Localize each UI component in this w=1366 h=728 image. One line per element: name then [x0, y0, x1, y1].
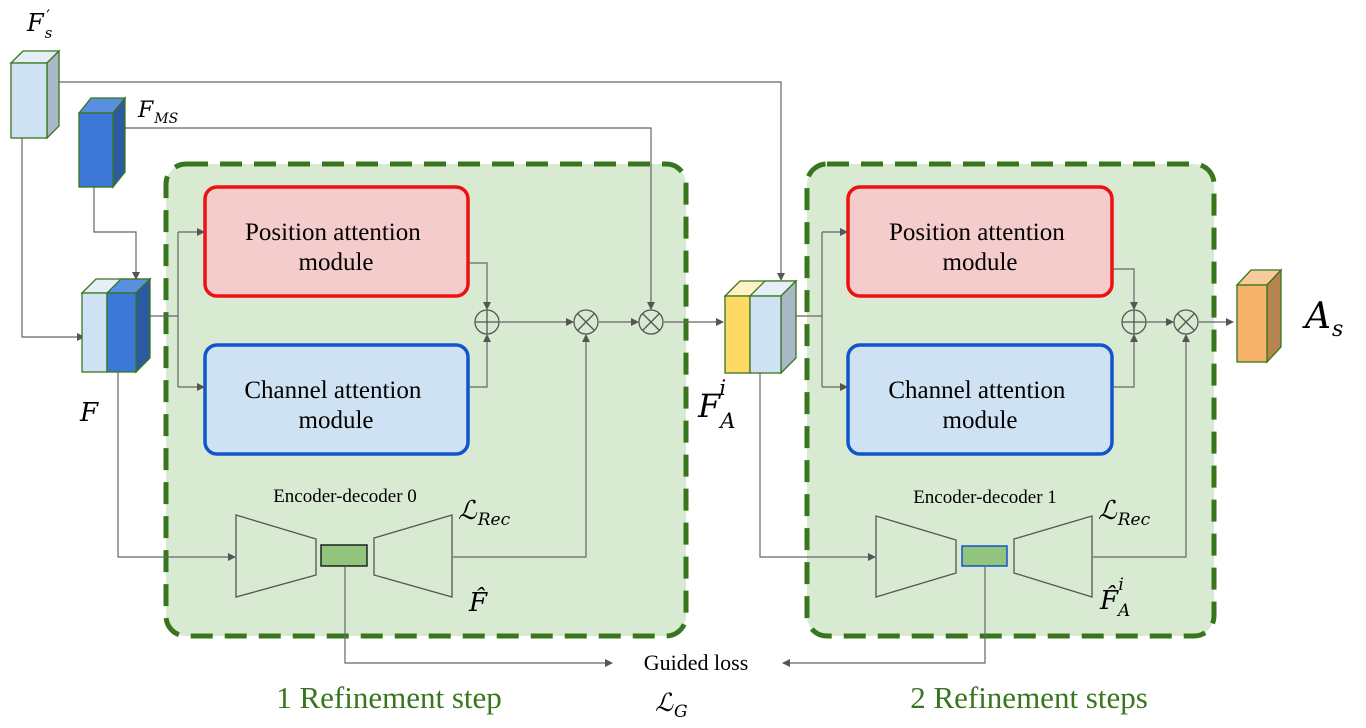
- channel-module-1-line1: Channel attention: [244, 377, 422, 404]
- svg-text:Channel attention module: Channel attention module: [244, 377, 427, 434]
- decoder-0-trapezoid: [373, 514, 453, 598]
- position-module-2-line2: module: [943, 249, 1018, 276]
- sum-operator-1: [474, 309, 500, 335]
- sum-operator-2: [1121, 309, 1147, 335]
- decoder-1-trapezoid: [1013, 515, 1093, 598]
- feature-block-fs-prime: [9, 49, 61, 140]
- position-attention-module-1: [203, 185, 470, 298]
- label-fhat-a: F̂Ai: [1099, 575, 1130, 621]
- encoder-0-trapezoid: [235, 514, 317, 598]
- position-module-1-line2: module: [299, 249, 374, 276]
- label-lrec-2: ℒRec: [1098, 496, 1151, 530]
- feature-block-as: [1235, 268, 1283, 364]
- label-fhat: F̂: [468, 587, 488, 618]
- label-fai: FAi: [697, 376, 735, 433]
- label-as: As: [1302, 296, 1343, 342]
- svg-text:Position attention module: Position attention module: [889, 219, 1071, 276]
- label-lrec-1: ℒRec: [458, 496, 511, 530]
- channel-attention-module-2: [846, 343, 1114, 456]
- svg-text:Channel attention module: Channel attention module: [888, 377, 1071, 434]
- position-module-2-line1: Position attention: [889, 219, 1065, 246]
- feature-block-fms: [77, 96, 127, 189]
- channel-module-1-line2: module: [299, 407, 374, 434]
- channel-attention-module-1: [203, 343, 470, 456]
- channel-module-2-line1: Channel attention: [888, 377, 1066, 404]
- step-label-1: 1 Refinement step: [276, 680, 502, 715]
- feature-block-fai: [723, 279, 798, 375]
- step-label-2: 2 Refinement steps: [910, 680, 1148, 715]
- multiply-operator-1b: [638, 309, 664, 335]
- encoder-decoder-1-title: Encoder-decoder 1: [913, 487, 1057, 508]
- label-fms: FMS: [137, 98, 178, 127]
- label-lg: ℒG: [655, 688, 688, 722]
- label-fs-prime: Fs′: [26, 6, 53, 42]
- channel-module-2-line2: module: [943, 407, 1018, 434]
- position-module-1-line1: Position attention: [245, 219, 421, 246]
- guided-loss-label: Guided loss: [644, 650, 749, 675]
- bottleneck-1: [961, 545, 1008, 567]
- encoder-1-trapezoid: [875, 515, 957, 598]
- bottleneck-0: [320, 544, 368, 567]
- feature-block-f: [80, 277, 152, 374]
- svg-text:Position attention module: Position attention module: [245, 219, 427, 276]
- label-f: F: [79, 398, 99, 428]
- connector-lines: [21, 81, 1234, 667]
- position-attention-module-2: [846, 185, 1114, 298]
- encoder-decoder-0-title: Encoder-decoder 0: [273, 486, 417, 507]
